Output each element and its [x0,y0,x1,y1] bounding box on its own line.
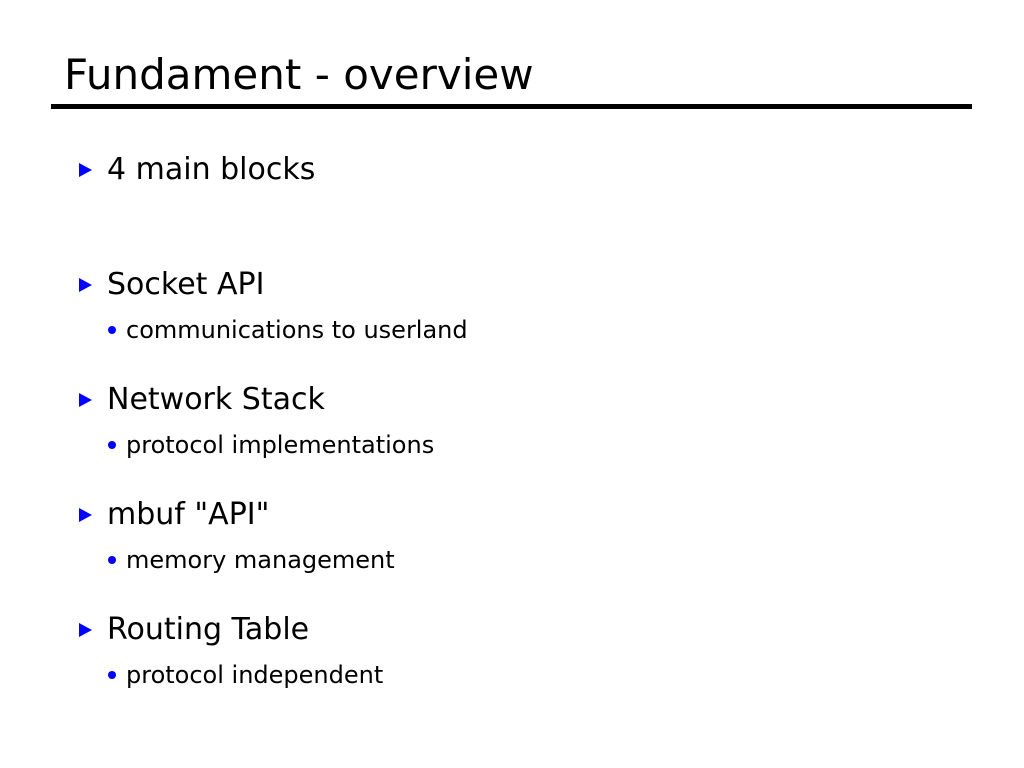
outline-group: mbuf "API" memory management [0,489,1024,579]
outline-group: Network Stack protocol implementations [0,374,1024,464]
triangle-right-icon [79,163,92,177]
title-underline-rule [51,104,972,109]
bullet-dot-icon [108,556,116,564]
triangle-right-icon [79,393,92,407]
slide-title-block: Fundament - overview [51,47,972,109]
outline-item-level2-label: protocol independent [126,661,384,689]
group-spacer [0,234,1024,259]
outline-group: Socket API communications to userland [0,259,1024,349]
outline-item-level1-label: mbuf "API" [107,497,270,532]
group-spacer [0,579,1024,604]
outline-item-level2[interactable]: protocol independent [0,656,1024,694]
outline-item-level1[interactable]: mbuf "API" [0,489,1024,541]
slide-body-outline: 4 main blocks Socket API communications … [0,144,1024,694]
outline-item-level1-label: Routing Table [107,612,310,647]
page-title: Fundament - overview [64,50,534,99]
outline-item-level2[interactable]: memory management [0,541,1024,579]
outline-group: Routing Table protocol independent [0,604,1024,694]
outline-item-level1-label: Network Stack [107,382,325,417]
outline-item-level2[interactable]: protocol implementations [0,426,1024,464]
outline-item-level2-label: protocol implementations [126,431,435,459]
outline-item-level2[interactable]: communications to userland [0,311,1024,349]
outline-item-level1[interactable]: Routing Table [0,604,1024,656]
outline-group: 4 main blocks [0,144,1024,234]
bullet-dot-icon [108,671,116,679]
outline-item-level1[interactable]: Network Stack [0,374,1024,426]
outline-item-level1-label: Socket API [107,267,265,302]
triangle-right-icon [79,278,92,292]
outline-item-level1-label: 4 main blocks [107,152,316,187]
group-spacer [0,464,1024,489]
outline-item-level2-label: communications to userland [126,316,468,344]
outline-item-level2-label: memory management [126,546,395,574]
triangle-right-icon [79,508,92,522]
bullet-dot-icon [108,326,116,334]
bullet-dot-icon [108,441,116,449]
group-spacer [0,349,1024,374]
triangle-right-icon [79,623,92,637]
outline-item-level1[interactable]: Socket API [0,259,1024,311]
outline-blank-line [0,196,1024,234]
outline-item-level1[interactable]: 4 main blocks [0,144,1024,196]
